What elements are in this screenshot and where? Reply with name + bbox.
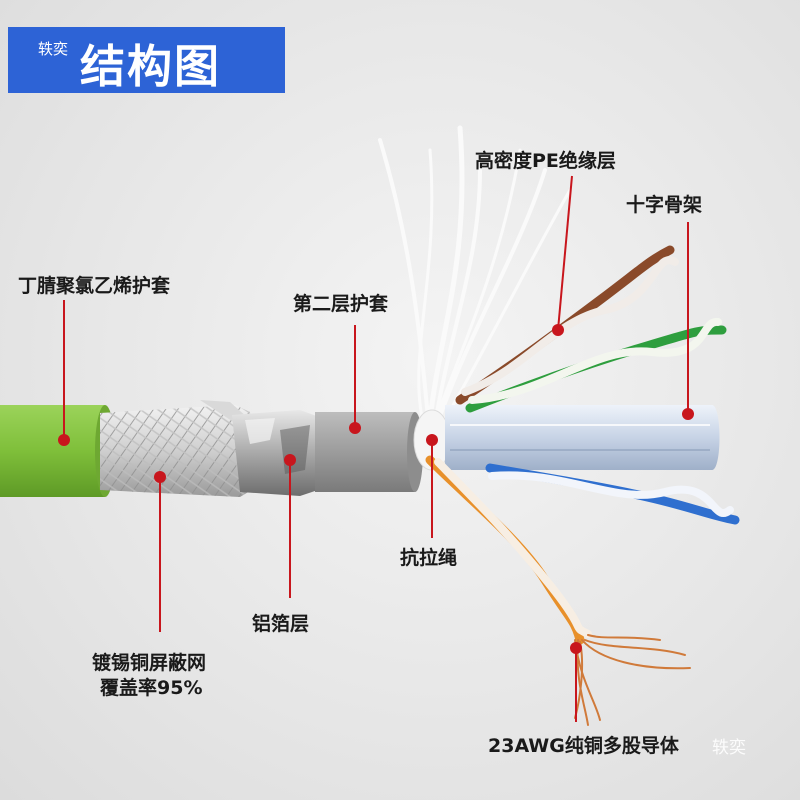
watermark: 轶奕 — [712, 738, 746, 758]
marker-dot-outer-sheath — [58, 434, 70, 446]
marker-dot-foil — [284, 454, 296, 466]
marker-dot-braid — [154, 471, 166, 483]
pair-orange — [425, 455, 592, 645]
page-title: 结构图 — [80, 40, 222, 93]
label-second-sheath: 第二层护套 — [293, 293, 389, 315]
pair-brown — [455, 245, 679, 405]
second-sheath — [315, 412, 423, 492]
label-ripcord: 抗拉绳 — [400, 547, 458, 569]
label-foil: 铝箔层 — [252, 613, 310, 635]
marker-dot-second-sheath — [349, 422, 361, 434]
marker-dot-cross-frame — [682, 408, 694, 420]
label-cross-frame: 十字骨架 — [626, 194, 703, 216]
copper-braid-shield — [100, 400, 255, 497]
aluminum-foil-layer — [232, 410, 322, 496]
marker-dot-pe-insulation — [552, 324, 564, 336]
marker-dots — [58, 324, 694, 654]
label-pe-insulation: 高密度PE绝缘层 — [475, 150, 616, 172]
marker-dot-ripcord — [426, 434, 438, 446]
label-braid-line2: 覆盖率95% — [100, 677, 203, 699]
copper-conductor-strands — [574, 634, 691, 726]
pair-blue — [485, 463, 740, 525]
label-braid-line1: 镀锡铜屏蔽网 — [92, 652, 207, 674]
leader-lines — [63, 175, 689, 722]
label-outer-sheath: 丁腈聚氯乙烯护套 — [18, 275, 171, 297]
title-banner — [8, 27, 285, 93]
title-brand: 轶奕 — [38, 40, 69, 58]
outer-sheath — [0, 405, 115, 497]
cross-frame-separator — [445, 405, 720, 470]
label-conductor: 23AWG纯铜多股导体 — [488, 735, 679, 757]
pair-green — [465, 318, 727, 413]
marker-dot-conductor — [570, 642, 582, 654]
